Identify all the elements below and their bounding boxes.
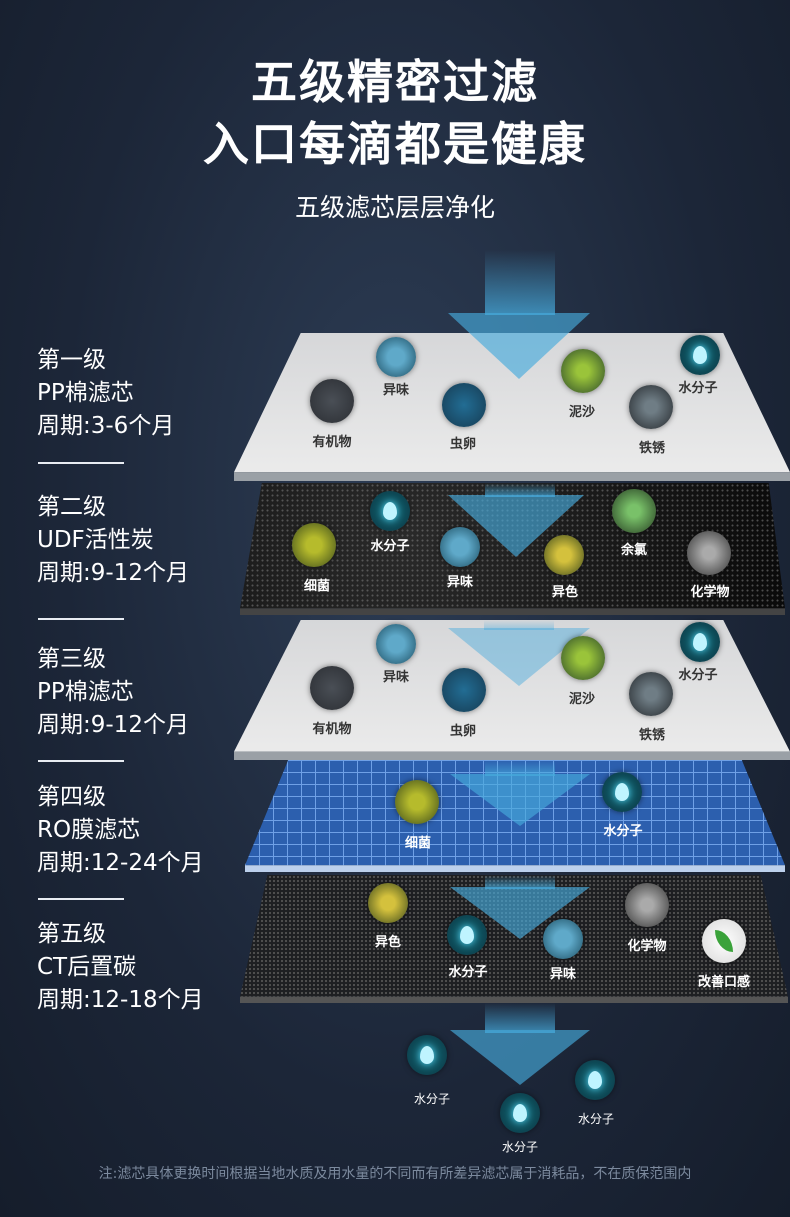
item-label: 有机物 xyxy=(312,722,352,737)
item-label: 水分子 xyxy=(370,539,410,554)
flow-arrow-shaft xyxy=(485,483,555,497)
water-molecule-icon xyxy=(680,335,720,375)
item-label: 改善口感 xyxy=(697,975,751,990)
stage-level: 第二级 xyxy=(37,494,106,520)
worm-egg-icon xyxy=(442,383,486,427)
divider xyxy=(38,618,124,620)
water-molecule-icon xyxy=(500,1093,540,1133)
water-molecule-icon xyxy=(447,915,487,955)
item-label: 异味 xyxy=(549,967,577,982)
organic-matter-icon xyxy=(310,666,354,710)
stage-3-label: 第三级 PP棉滤芯 周期:9-12个月 xyxy=(37,643,189,742)
rust-icon xyxy=(629,385,673,429)
bacteria-icon xyxy=(395,780,439,824)
item-label: 水分子 xyxy=(678,668,718,683)
water-molecule-icon xyxy=(575,1060,615,1100)
stage-1-label: 第一级 PP棉滤芯 周期:3-6个月 xyxy=(37,344,174,443)
stage-level: 第三级 xyxy=(37,646,106,672)
stage-4-label: 第四级 RO膜滤芯 周期:12-24个月 xyxy=(37,781,204,880)
item-label: 细菌 xyxy=(404,836,432,851)
stage-level: 第一级 xyxy=(37,347,106,373)
item-label: 水分子 xyxy=(501,1140,539,1154)
item-label: 细菌 xyxy=(303,579,331,594)
bacteria-icon xyxy=(292,523,336,567)
water-molecule-icon xyxy=(370,491,410,531)
stage-level: 第五级 xyxy=(37,921,106,947)
leaf-icon xyxy=(702,919,746,963)
item-label: 泥沙 xyxy=(568,405,596,420)
item-label: 异味 xyxy=(446,575,474,590)
stage-name: CT后置碳 xyxy=(37,954,137,980)
item-label: 有机物 xyxy=(312,435,352,450)
chlorine-icon xyxy=(612,489,656,533)
filter-layer-3: 异味 水分子 有机物 虫卵 泥沙 铁锈 xyxy=(234,620,790,760)
item-label: 铁锈 xyxy=(638,728,666,743)
item-label: 化学物 xyxy=(627,939,667,954)
item-label: 余氯 xyxy=(620,543,648,558)
item-label: 异色 xyxy=(551,585,579,600)
item-label: 水分子 xyxy=(603,824,643,839)
sediment-icon xyxy=(561,349,605,393)
stage-name: PP棉滤芯 xyxy=(37,679,134,705)
color-icon xyxy=(368,883,408,923)
flow-arrow-shaft xyxy=(484,620,554,630)
stage-cycle: 周期:12-24个月 xyxy=(37,850,204,876)
organic-matter-icon xyxy=(310,379,354,423)
water-molecule-icon xyxy=(602,772,642,812)
item-label: 异味 xyxy=(382,670,410,685)
stage-5-label: 第五级 CT后置碳 周期:12-18个月 xyxy=(37,918,204,1017)
item-label: 水分子 xyxy=(448,965,488,980)
item-label: 水分子 xyxy=(413,1092,451,1106)
odor-icon xyxy=(376,337,416,377)
stage-cycle: 周期:3-6个月 xyxy=(37,413,175,439)
divider xyxy=(38,462,124,464)
filter-layer-4: 细菌 水分子 xyxy=(245,760,785,872)
item-label: 异味 xyxy=(382,383,410,398)
stage-cycle: 周期:9-12个月 xyxy=(37,560,189,586)
chemical-icon xyxy=(687,531,731,575)
worm-egg-icon xyxy=(442,668,486,712)
stage-cycle: 周期:9-12个月 xyxy=(37,712,189,738)
stage-name: RO膜滤芯 xyxy=(37,817,141,843)
color-icon xyxy=(544,535,584,575)
sediment-icon xyxy=(561,636,605,680)
title-line-1: 五级精密过滤 xyxy=(251,55,539,109)
filter-layer-1: 异味 水分子 有机物 虫卵 泥沙 铁锈 xyxy=(234,313,790,481)
item-label: 虫卵 xyxy=(449,724,477,739)
item-label: 铁锈 xyxy=(638,441,666,456)
stage-name: UDF活性炭 xyxy=(37,527,154,553)
stage-cycle: 周期:12-18个月 xyxy=(37,987,204,1013)
filter-layer-5: 异色 水分子 异味 化学物 改善口感 xyxy=(240,875,788,1003)
stage-2-label: 第二级 UDF活性炭 周期:9-12个月 xyxy=(37,491,189,590)
item-label: 水分子 xyxy=(577,1112,615,1126)
divider xyxy=(38,760,124,762)
filter-layer-2: 水分子 细菌 异味 异色 余氯 化学物 xyxy=(240,483,785,615)
flow-arrow-head xyxy=(450,1030,590,1085)
item-label: 虫卵 xyxy=(449,437,477,452)
item-label: 化学物 xyxy=(690,585,730,600)
item-label: 泥沙 xyxy=(568,692,596,707)
divider xyxy=(38,898,124,900)
odor-icon xyxy=(440,527,480,567)
flow-arrow-shaft xyxy=(485,250,555,315)
rust-icon xyxy=(629,672,673,716)
footer-note: 注:滤芯具体更换时间根据当地水质及用水量的不同而有所差异滤芯属于消耗品，不在质保… xyxy=(98,1166,692,1182)
title-line-2: 入口每滴都是健康 xyxy=(203,117,587,171)
water-molecule-icon xyxy=(680,622,720,662)
flow-arrow-shaft xyxy=(485,760,555,776)
subtitle: 五级滤芯层层净化 xyxy=(294,193,495,222)
odor-icon xyxy=(543,919,583,959)
flow-arrow-shaft xyxy=(485,1003,555,1033)
chemical-icon xyxy=(625,883,669,927)
stage-level: 第四级 xyxy=(37,784,106,810)
odor-icon xyxy=(376,624,416,664)
item-label: 水分子 xyxy=(678,381,718,396)
flow-arrow-shaft xyxy=(485,875,555,889)
water-molecule-icon xyxy=(407,1035,447,1075)
stage-name: PP棉滤芯 xyxy=(37,380,134,406)
item-label: 异色 xyxy=(374,935,402,950)
